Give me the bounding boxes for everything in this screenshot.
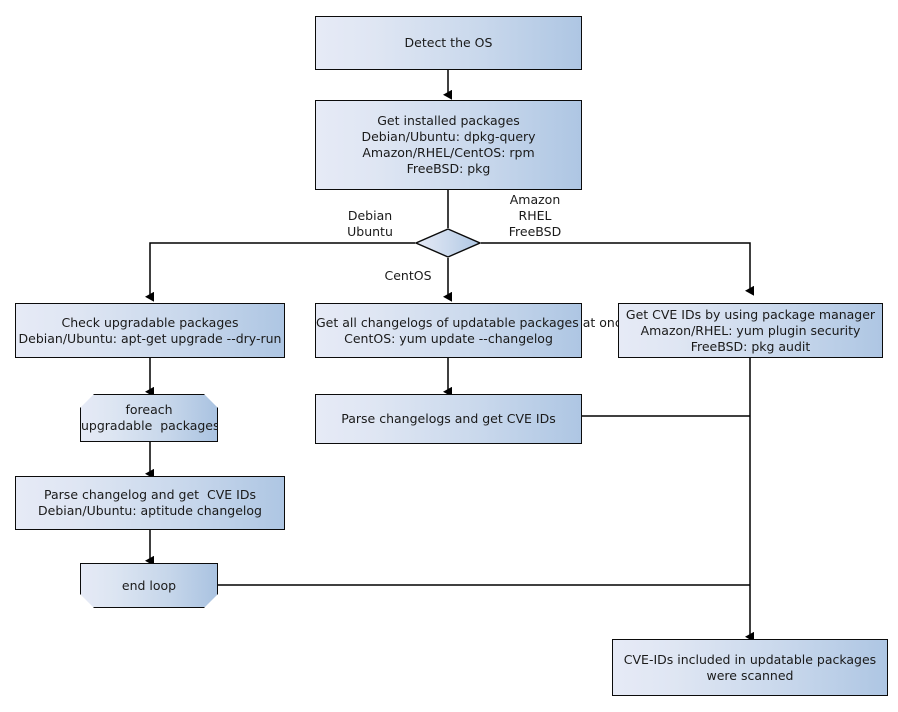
node-end-loop-label: end loop (121, 577, 177, 593)
node-detect-os-label: Detect the OS (404, 35, 493, 50)
node-scanned-result[interactable]: CVE-IDs included in updatable packages w… (612, 639, 888, 696)
node-detect-os[interactable]: Detect the OS (315, 16, 582, 70)
node-check-upgradable[interactable]: Check upgradable packages Debian/Ubuntu:… (15, 303, 285, 358)
node-get-all-changelogs-label: Get all changelogs of updatable packages… (316, 314, 630, 346)
edge-label-centos: CentOS (384, 268, 432, 283)
edge-label-amazon-rhel-freebsd: Amazon RHEL FreeBSD (508, 192, 562, 239)
node-scanned-result-label: CVE-IDs included in updatable packages w… (623, 651, 877, 683)
edge-label-debian-ubuntu: Debian Ubuntu (347, 208, 393, 239)
node-get-cve-pkg-manager-label: Get CVE IDs by using package manager Ama… (625, 306, 876, 354)
node-parse-changelog-debian[interactable]: Parse changelog and get CVE IDs Debian/U… (15, 476, 285, 530)
diamond-shape (415, 228, 481, 258)
edge-decision-to-cve-pkg-manager (481, 242, 754, 296)
node-parse-changelog-debian-label: Parse changelog and get CVE IDs Debian/U… (38, 487, 262, 518)
node-get-all-changelogs[interactable]: Get all changelogs of updatable packages… (315, 303, 630, 358)
node-get-cve-pkg-manager[interactable]: Get CVE IDs by using package manager Ama… (618, 303, 883, 358)
node-end-loop[interactable]: end loop (80, 563, 218, 608)
node-os-decision[interactable] (415, 228, 481, 258)
node-parse-changelogs-centos-label: Parse changelogs and get CVE IDs (341, 411, 556, 426)
node-get-installed-packages[interactable]: Get installed packages Debian/Ubuntu: dp… (315, 100, 582, 190)
node-foreach-loop-start-label: foreach upgradable packages (81, 402, 220, 433)
node-parse-changelogs-centos[interactable]: Parse changelogs and get CVE IDs (315, 394, 582, 444)
node-check-upgradable-label: Check upgradable packages Debian/Ubuntu:… (18, 314, 282, 346)
edge-decision-to-check-upgradable (145, 242, 415, 302)
node-foreach-loop-start[interactable]: foreach upgradable packages (80, 394, 218, 442)
node-get-installed-packages-label: Get installed packages Debian/Ubuntu: dp… (361, 113, 536, 176)
